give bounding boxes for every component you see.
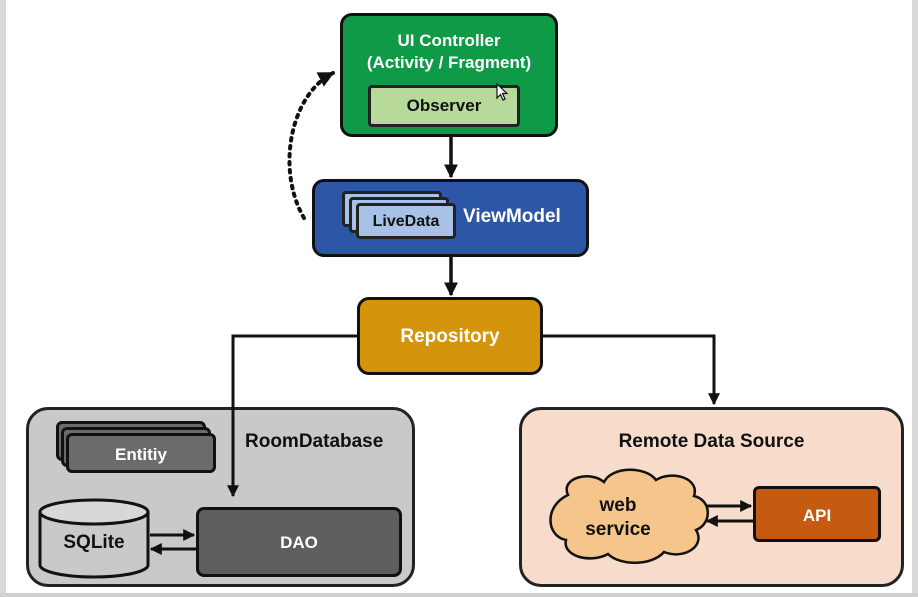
ui-controller-title-line1: UI Controller [397, 31, 501, 50]
window-frame-bottom [0, 593, 918, 597]
window-frame-left [0, 0, 6, 597]
web-service-label-line2: service [585, 519, 651, 540]
entity-card: Entitiy [66, 433, 216, 473]
roomdatabase-label: RoomDatabase [245, 431, 384, 452]
window-frame-right [912, 0, 918, 597]
observer-box: Observer [368, 85, 520, 127]
api-label: API [802, 506, 832, 525]
sqlite-cylinder-icon [38, 498, 150, 579]
dotted-arrow-livedata-to-observer [287, 71, 335, 220]
viewmodel-label: ViewModel [463, 206, 561, 227]
livedata-card: LiveData [356, 203, 456, 239]
entity-label: Entitiy [115, 445, 167, 464]
repository-box: Repository [357, 297, 543, 375]
arrow-repository-to-dao [227, 334, 357, 498]
dao-box: DAO [196, 507, 402, 577]
ui-controller-title: UI Controller (Activity / Fragment) [343, 30, 555, 74]
ui-controller-title-line2: (Activity / Fragment) [366, 53, 532, 72]
api-box: API [753, 486, 881, 542]
livedata-label: LiveData [372, 213, 440, 230]
dao-label: DAO [280, 533, 318, 552]
observer-label: Observer [406, 96, 482, 115]
sqlite-label: SQLite [63, 532, 125, 553]
arrow-repository-to-remote [543, 334, 720, 406]
web-service-cloud-icon [549, 468, 709, 564]
web-service-label-line1: web [599, 495, 637, 516]
remote-data-source-label: Remote Data Source [618, 431, 805, 452]
web-service-label: web service [552, 494, 684, 542]
repository-label: Repository [400, 326, 500, 347]
mouse-cursor-icon [496, 82, 509, 101]
